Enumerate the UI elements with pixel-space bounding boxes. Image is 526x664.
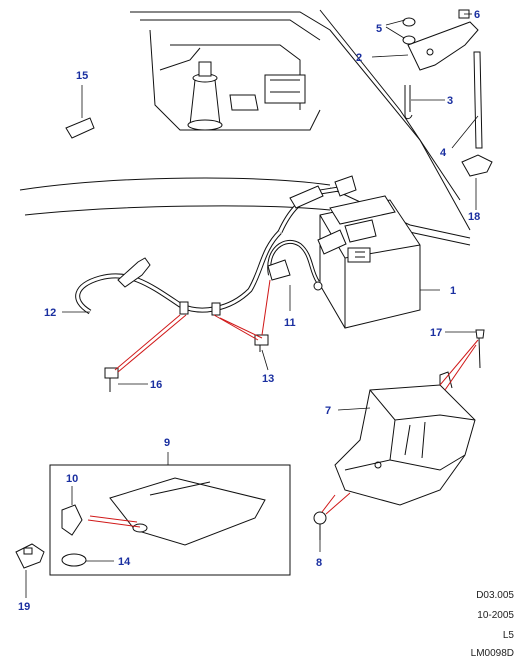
red-assembly-lines: [87, 279, 479, 528]
callout-4: 4: [440, 147, 447, 159]
callout-labels: 1 2 3 4 5 6 7 8 9 10 11 12 13 14 15 16 1…: [18, 9, 480, 613]
callout-6: 6: [474, 9, 480, 21]
callout-10: 10: [66, 473, 78, 485]
battery-cable-harness: [75, 175, 377, 316]
callout-2: 2: [356, 52, 362, 64]
callout-8: 8: [316, 557, 322, 569]
reference-level: L5: [502, 630, 514, 641]
callout-7: 7: [325, 405, 331, 417]
callout-12: 12: [44, 307, 56, 319]
callout-5: 5: [376, 23, 382, 35]
battery-tray: [334, 329, 485, 506]
callout-1: 1: [450, 285, 456, 297]
drawing-id: LM0098D: [470, 648, 514, 659]
battery: [319, 195, 421, 329]
callout-13: 13: [262, 373, 274, 385]
callout-3: 3: [447, 95, 453, 107]
callout-9: 9: [164, 437, 170, 449]
callout-15: 15: [76, 70, 88, 82]
callout-19: 19: [18, 601, 30, 613]
callout-leaders: [25, 13, 479, 598]
engine-bay-background: [19, 9, 471, 246]
clip-part: [15, 543, 45, 569]
callout-17: 17: [430, 327, 442, 339]
reference-date: 10-2005: [477, 610, 514, 621]
battery-cover-inset: [49, 464, 291, 576]
callout-11: 11: [284, 317, 296, 329]
hold-down-parts: [402, 9, 493, 177]
callout-18: 18: [468, 211, 480, 223]
reference-code: D03.005: [476, 590, 514, 601]
fasteners: [65, 117, 327, 540]
callout-14: 14: [118, 556, 131, 568]
callout-16: 16: [150, 379, 162, 391]
